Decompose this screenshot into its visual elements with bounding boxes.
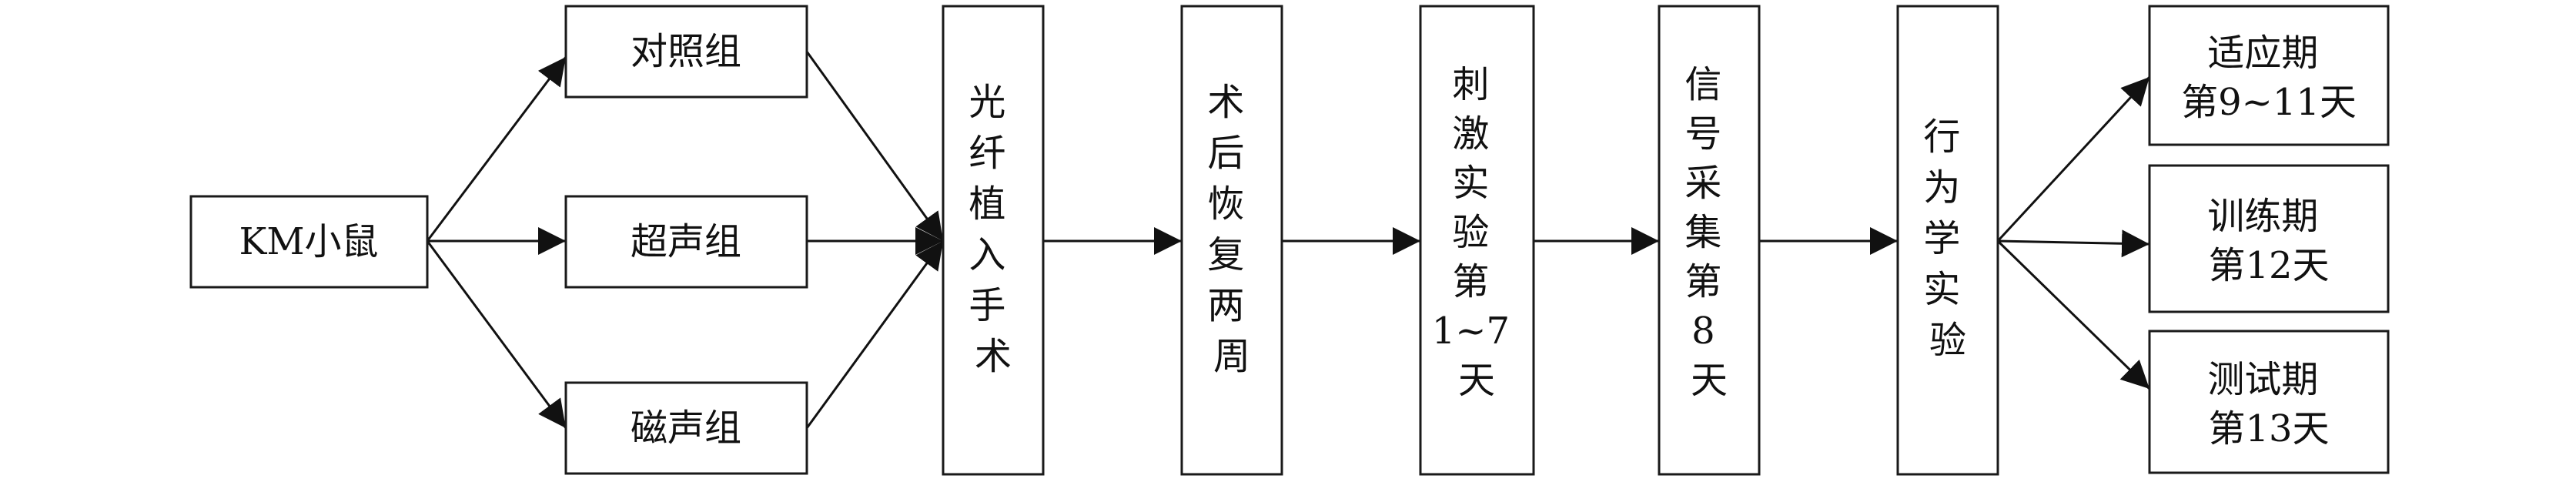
node-implant: 光 纤 植 入 手 术 bbox=[942, 5, 1045, 476]
node-signal-label: 信 号 采 集 第 8 天 bbox=[1684, 63, 1733, 402]
node-adapt: 适应期 第9~11天 bbox=[2148, 5, 2390, 146]
node-signal: 信 号 采 集 第 8 天 bbox=[1658, 5, 1761, 476]
node-adapt-label: 适应期 第9~11天 bbox=[2181, 32, 2357, 124]
edge-behavior-test bbox=[1996, 239, 2151, 390]
node-stimulate-label: 刺 激 实 验 第 1~7 天 bbox=[1432, 63, 1522, 402]
node-test-label: 测试期 第13天 bbox=[2207, 358, 2330, 450]
edge-mouse-control bbox=[426, 56, 567, 242]
node-control-label: 对照组 bbox=[631, 30, 741, 73]
node-magnetic-group: 磁声组 bbox=[564, 381, 808, 475]
node-train-label: 训练期 第12天 bbox=[2207, 195, 2330, 287]
node-behavior: 行 为 学 实 验 bbox=[1896, 5, 1999, 476]
node-ultrasound-group: 超声组 bbox=[564, 195, 808, 289]
edges bbox=[426, 51, 2151, 429]
edge-magnetic-implant bbox=[805, 240, 945, 429]
node-magnetic-label: 磁声组 bbox=[631, 407, 741, 450]
node-ultrasound-label: 超声组 bbox=[631, 220, 741, 263]
edge-behavior-adapt bbox=[1996, 75, 2151, 243]
node-mouse: KM小鼠 bbox=[189, 195, 429, 289]
node-recovery: 术 后 恢 复 两 周 bbox=[1180, 5, 1283, 476]
edge-mouse-magnetic bbox=[426, 240, 567, 429]
node-behavior-label: 行 为 学 实 验 bbox=[1923, 115, 1972, 362]
node-mouse-label: KM小鼠 bbox=[239, 220, 378, 263]
node-control-group: 对照组 bbox=[564, 5, 808, 99]
edge-control-implant bbox=[805, 51, 945, 242]
node-train: 训练期 第12天 bbox=[2148, 164, 2390, 313]
node-implant-label: 光 纤 植 入 手 术 bbox=[969, 81, 1017, 378]
node-recovery-label: 术 后 恢 复 两 周 bbox=[1207, 81, 1256, 378]
node-stimulate: 刺 激 实 验 第 1~7 天 bbox=[1419, 5, 1535, 476]
node-test: 测试期 第13天 bbox=[2148, 330, 2390, 474]
edge-behavior-train bbox=[1997, 229, 2150, 258]
